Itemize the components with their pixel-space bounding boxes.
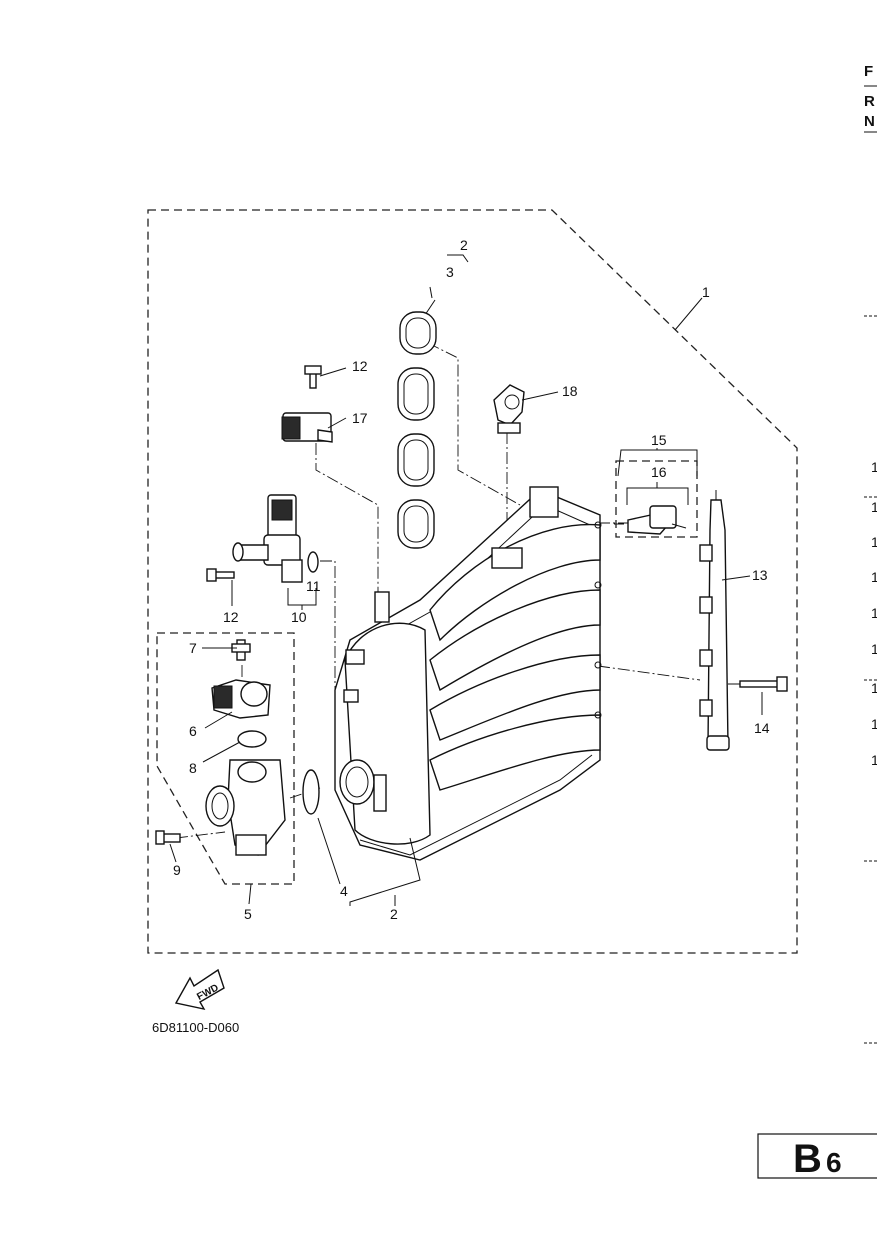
injector-16	[614, 505, 687, 535]
callout-18: 18	[562, 383, 578, 399]
clip-18	[493, 384, 525, 434]
right-edge-column: F R N 1 1 1 1 1 1 1 1 1	[864, 63, 877, 1044]
edge-row-1: 1	[871, 459, 877, 475]
edge-row-9: 1	[871, 752, 877, 768]
sensor-17	[281, 365, 333, 443]
intake-gasket	[397, 299, 437, 549]
diagram-code: 6D81100-D060	[152, 1020, 239, 1035]
page-tag-number: 6	[826, 1147, 842, 1178]
callout-1: 1	[702, 284, 710, 300]
callout-16: 16	[651, 464, 667, 480]
fwd-arrow-icon: FWD	[174, 968, 225, 1011]
callout-12-top: 12	[352, 358, 368, 374]
callout-2-top: 2	[460, 237, 468, 253]
callout-5: 5	[244, 906, 252, 922]
fuel-rail-13	[699, 490, 788, 751]
edge-header-3: N	[864, 113, 875, 130]
edge-row-4: 1	[871, 569, 877, 585]
callout-6: 6	[189, 723, 197, 739]
callout-10: 10	[291, 609, 307, 625]
page-tag: B 6	[757, 1133, 877, 1181]
edge-row-3: 1	[871, 534, 877, 550]
callout-13: 13	[752, 567, 768, 583]
callout-14: 14	[754, 720, 770, 736]
edge-header-2: R	[864, 93, 875, 110]
edge-row-2: 1	[871, 499, 877, 515]
callout-11: 11	[306, 578, 321, 594]
callout-15: 15	[651, 432, 667, 448]
intake-manifold	[334, 486, 602, 861]
edge-row-8: 1	[871, 716, 877, 732]
callout-17: 17	[352, 410, 368, 426]
edge-row-5: 1	[871, 605, 877, 621]
callout-labels: 1 2 3 12 17 18 15 16 13 14 12 11 10 7 6 …	[173, 237, 770, 922]
callout-8: 8	[189, 760, 197, 776]
edge-row-6: 1	[871, 641, 877, 657]
callout-12-left: 12	[223, 609, 239, 625]
edge-header-1: F	[864, 63, 873, 80]
callout-4: 4	[340, 883, 348, 899]
throttle-body-boundary	[156, 632, 295, 885]
throttle-body-5	[155, 639, 320, 856]
callout-9: 9	[173, 862, 181, 878]
callout-2-bottom: 2	[390, 906, 398, 922]
page-tag-letter: B	[793, 1137, 822, 1181]
callout-7: 7	[189, 640, 197, 656]
edge-row-7: 1	[871, 680, 877, 696]
callout-leaders	[169, 254, 763, 906]
callout-3: 3	[446, 264, 454, 280]
injector-boundary	[615, 460, 698, 538]
idle-valve-10	[206, 494, 319, 583]
